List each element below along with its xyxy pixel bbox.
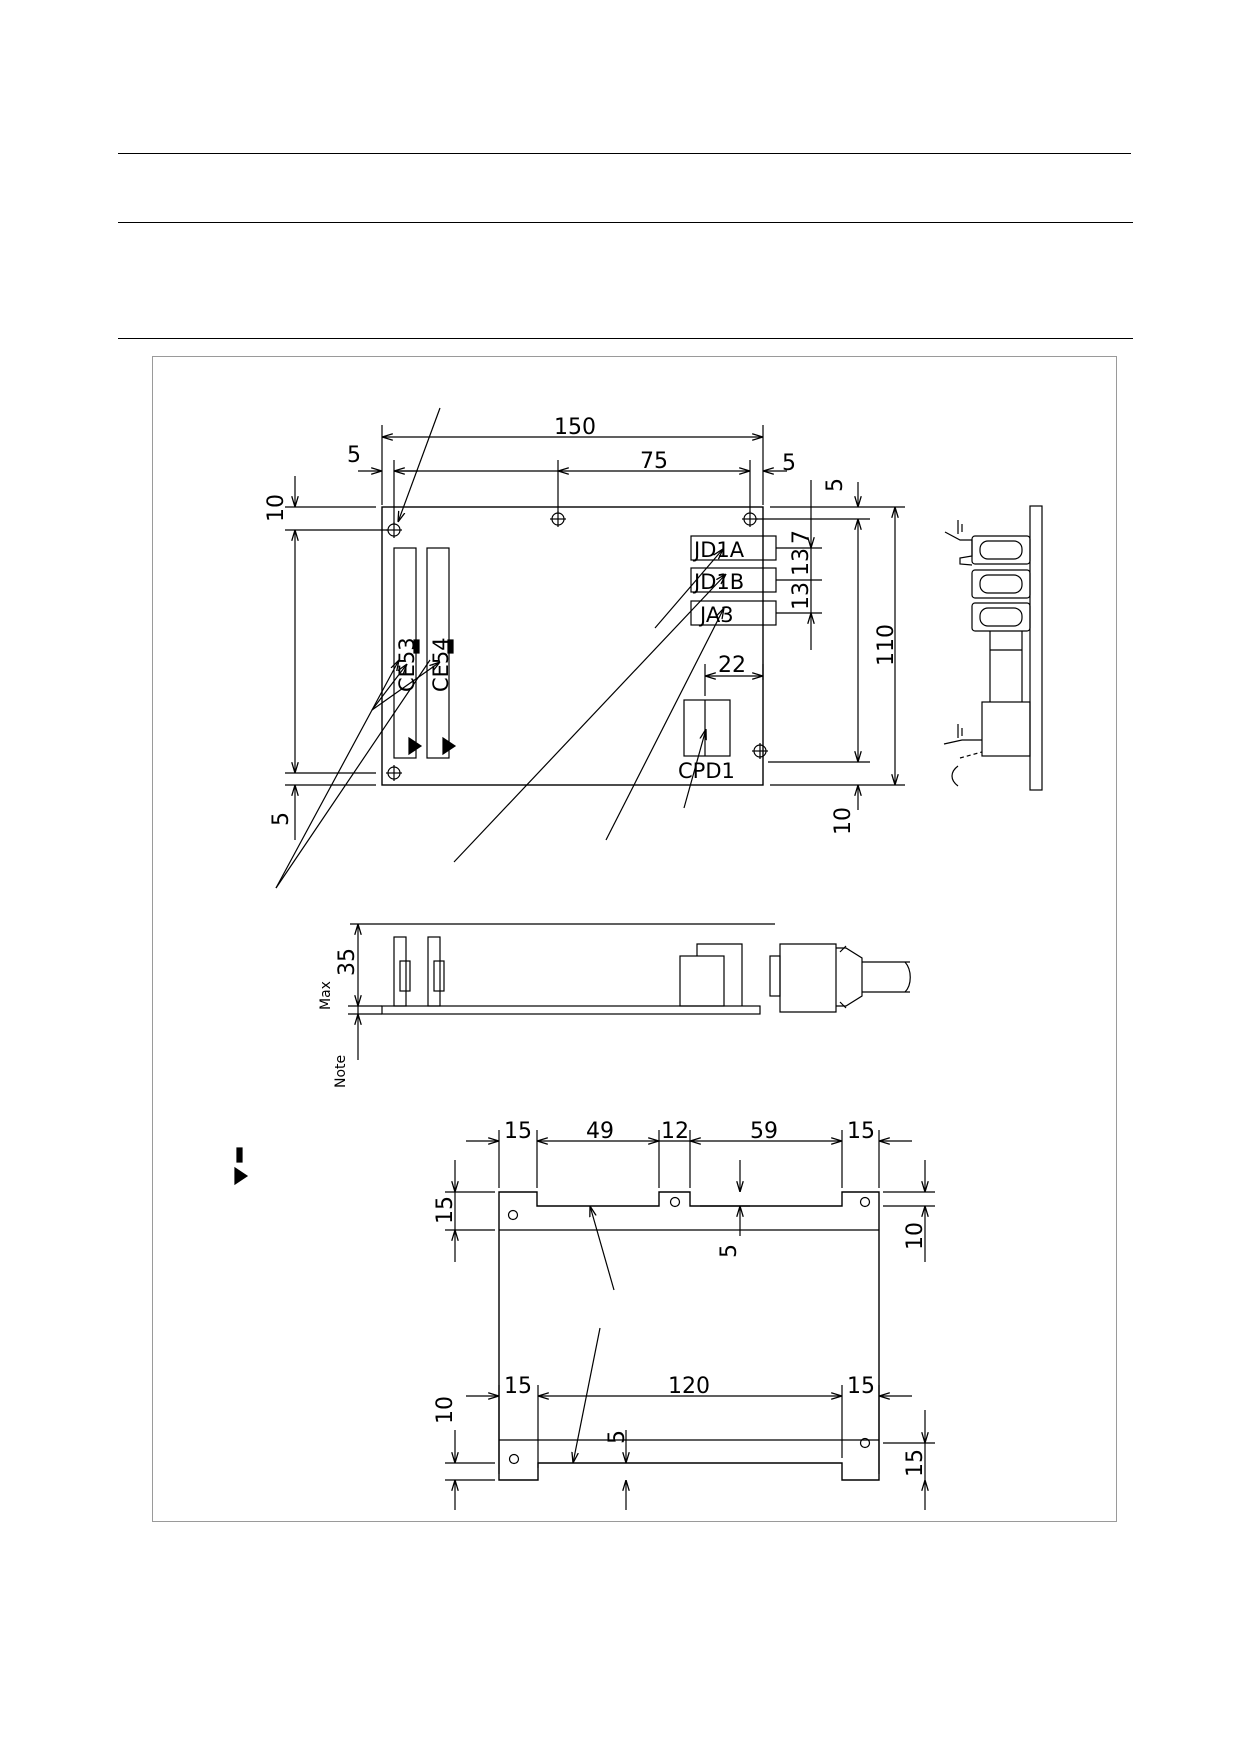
dim-5-notch-bottom: 5 — [605, 1430, 630, 1444]
dim-5-right-top: 5 — [823, 478, 848, 492]
dim-15-br: 15 — [847, 1374, 875, 1399]
side-view: 35 Max Note — [318, 923, 911, 1088]
bracket-outline — [498, 1191, 880, 1481]
dim-49: 49 — [586, 1119, 614, 1144]
triangle-mark-icon — [408, 736, 423, 756]
cpd1-connector — [683, 699, 731, 757]
dim-59: 59 — [750, 1119, 778, 1144]
dim-75: 75 — [640, 449, 668, 474]
header-rule-1 — [118, 153, 1131, 154]
pin1-mark-icon — [413, 639, 420, 654]
header-rule-2 — [118, 222, 1133, 223]
note-label: Note — [333, 1055, 349, 1088]
dim-10-left: 10 — [264, 494, 289, 522]
dim-10-left-bottom: 10 — [433, 1396, 458, 1424]
dim-7: 7 — [789, 530, 814, 544]
dim-120: 120 — [668, 1374, 710, 1399]
dim-15-tr: 15 — [847, 1119, 875, 1144]
dim-110: 110 — [874, 624, 899, 666]
dim-15-right-bracket: 15 — [903, 1449, 928, 1477]
legend-pin1-icon — [236, 1147, 243, 1163]
dim-35: 35 — [335, 948, 360, 976]
legend-triangle-icon — [234, 1166, 249, 1186]
dim-5-left: 5 — [347, 443, 361, 468]
mounting-hole-icon — [386, 511, 768, 781]
dim-10-right: 10 — [831, 807, 856, 835]
dim-5-left-bottom: 5 — [269, 812, 294, 826]
pcb-side — [381, 1005, 761, 1015]
board-outline — [381, 506, 764, 786]
dim-12: 12 — [661, 1119, 689, 1144]
header-rule-3 — [118, 338, 1133, 339]
cpd1-label: CPD1 — [678, 759, 735, 783]
dim-5-right: 5 — [782, 451, 796, 476]
dim-5-notch-top: 5 — [717, 1244, 742, 1258]
bracket-view: 15 49 12 59 15 15 120 15 15 10 5 5 — [433, 1119, 935, 1510]
dim-15-tl: 15 — [504, 1119, 532, 1144]
dim-150: 150 — [554, 415, 596, 440]
dim-10-right-bracket: 10 — [903, 1222, 928, 1250]
ce54-label: CE54 — [429, 637, 453, 692]
dim-22: 22 — [718, 653, 746, 678]
top-view: CE53 CE54 JD1A JD1B JA3 CPD1 150 75 5 5 — [264, 407, 905, 889]
end-view — [943, 505, 1043, 791]
dim-15-left: 15 — [433, 1196, 458, 1224]
dim-15-bl: 15 — [504, 1374, 532, 1399]
jd1a-label: JD1A — [692, 538, 745, 562]
pin1-mark-icon — [447, 639, 454, 654]
figure-frame — [152, 356, 1117, 1522]
dim-13-b: 13 — [789, 582, 814, 610]
dim-13-a: 13 — [789, 548, 814, 576]
triangle-mark-icon — [442, 736, 457, 756]
max-label: Max — [318, 981, 334, 1010]
